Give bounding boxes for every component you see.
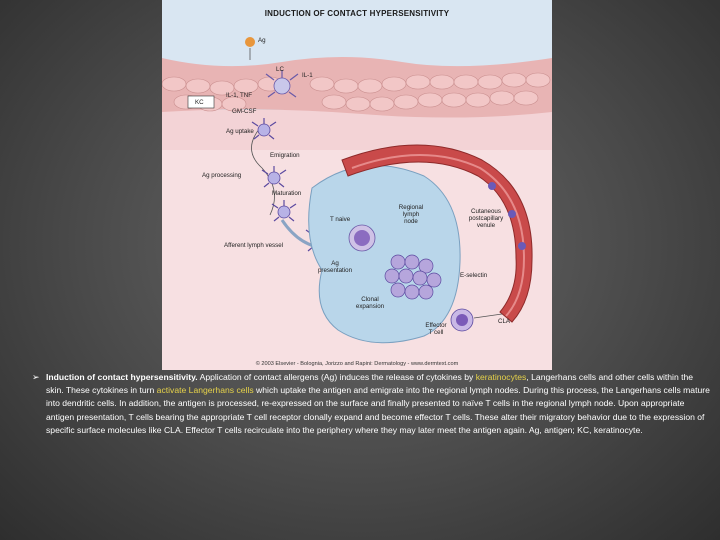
copyright-line: © 2003 Elsevier - Bolognia, Jorizzo and … bbox=[255, 361, 459, 367]
keratinocyte-cells bbox=[162, 72, 551, 112]
kc-box bbox=[187, 95, 215, 109]
langerhans-cell-epidermis bbox=[265, 70, 299, 98]
venule-lumen bbox=[351, 154, 526, 317]
caption-part2: , Langerhans cells and other cells withi… bbox=[46, 372, 694, 396]
antigen-drop bbox=[245, 37, 255, 47]
caption-part3: which uptake the antigen and emigrate in… bbox=[46, 385, 710, 435]
diagram-figure: INDUCTION OF CONTACT HYPERSENSITIVITY Ag… bbox=[162, 0, 552, 370]
caption-lead: Induction of contact hypersensitivity. bbox=[46, 372, 198, 382]
label-e-selectin: E-selectin bbox=[460, 272, 488, 279]
bullet-arrow: ➢ bbox=[32, 372, 40, 382]
label-venule: Cutaneous postcapillary venule bbox=[468, 208, 504, 229]
label-cla: CLA bbox=[498, 318, 511, 325]
label-il1-right: IL-1 bbox=[302, 72, 313, 79]
label-t-naive: T naive bbox=[330, 216, 351, 223]
label-ag-uptake: Ag uptake bbox=[226, 128, 254, 135]
label-regional-node: Regional lymph node bbox=[398, 204, 424, 225]
clonal-cluster bbox=[384, 254, 442, 300]
caption-paragraph: Induction of contact hypersensitivity. A… bbox=[46, 371, 711, 437]
venule bbox=[341, 144, 533, 323]
label-ag: Ag bbox=[258, 37, 266, 44]
caption-highlight-keratinocytes: keratinocytes bbox=[475, 372, 527, 382]
label-ag-processing: Ag processing bbox=[202, 172, 242, 179]
label-kc: KC bbox=[195, 99, 204, 106]
caption-highlight-activate: activate Langerhans cells bbox=[156, 385, 254, 396]
label-afferent-vessel: Afferent lymph vessel bbox=[224, 242, 284, 249]
label-gm-csf: GM-CSF bbox=[232, 108, 257, 115]
label-lc: LC bbox=[276, 66, 284, 73]
label-emigration: Emigration bbox=[270, 152, 300, 159]
label-clonal-expansion: Clonal expansion bbox=[355, 296, 385, 310]
figure-title: INDUCTION OF CONTACT HYPERSENSITIVITY bbox=[264, 9, 450, 18]
label-il1-tnf: IL-1, TNF bbox=[226, 92, 253, 99]
diagram-artwork bbox=[162, 37, 552, 370]
caption-part1: Application of contact allergens (Ag) in… bbox=[197, 372, 476, 382]
label-maturation: Maturation bbox=[272, 190, 302, 197]
label-ag-presentation: Ag presentation bbox=[317, 260, 353, 274]
migration-path bbox=[251, 127, 275, 216]
venule-cells bbox=[488, 182, 526, 250]
cla-arrow bbox=[473, 313, 503, 319]
lymph-node bbox=[308, 164, 461, 344]
label-effector-t-cell: Effector T cell bbox=[425, 322, 447, 336]
